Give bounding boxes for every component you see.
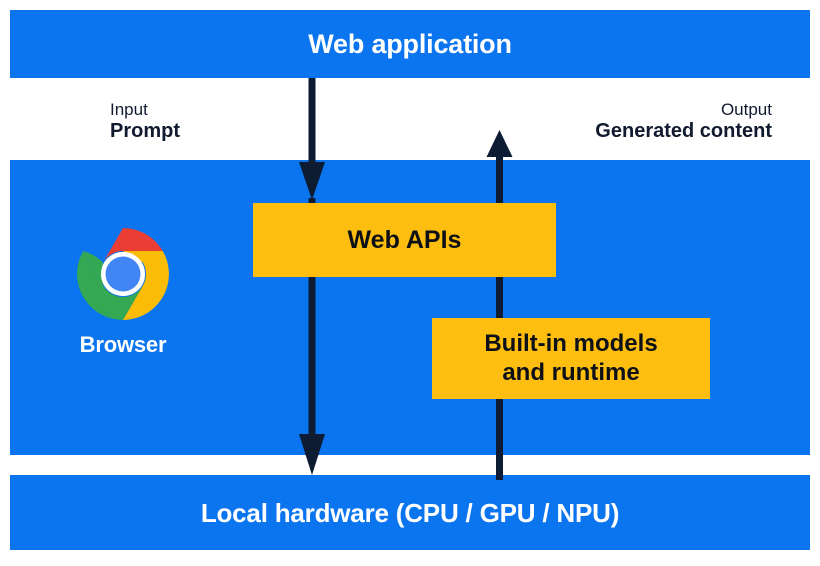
input-kicker: Input <box>110 100 148 119</box>
input-annotation: Input Prompt <box>110 100 180 144</box>
web-application-title: Web application <box>308 29 512 59</box>
browser-group: Browser <box>53 228 193 358</box>
output-kicker: Output <box>720 100 772 119</box>
chrome-logo-icon <box>77 228 169 320</box>
local-hardware-title: Local hardware (CPU / GPU / NPU) <box>200 498 620 528</box>
builtin-models-line-2: and runtime <box>502 358 640 386</box>
browser-label: Browser <box>79 332 167 357</box>
arrow-down-icon <box>299 78 325 475</box>
input-value: Prompt <box>110 120 180 143</box>
builtin-models-line-1: Built-in models <box>484 329 658 357</box>
builtin-models-label: Built-in models and runtime <box>484 330 657 388</box>
web-apis-box[interactable]: Web APIs <box>253 203 556 277</box>
web-apis-label: Web APIs <box>347 226 462 254</box>
builtin-models-box[interactable]: Built-in models and runtime <box>432 318 710 399</box>
output-annotation: Output Generated content <box>595 100 772 144</box>
web-application-band <box>10 10 810 78</box>
local-hardware-band <box>10 475 810 550</box>
output-value: Generated content <box>595 120 772 143</box>
arrow-up-icon <box>486 130 513 480</box>
